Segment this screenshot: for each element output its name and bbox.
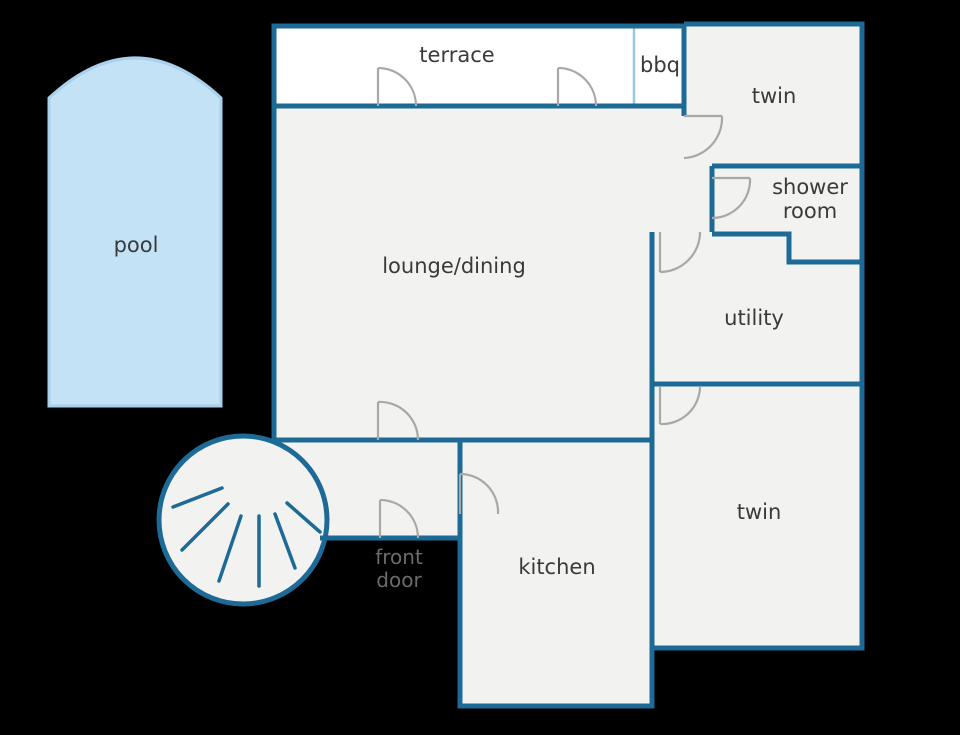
label-pool: pool — [114, 233, 159, 257]
stair-floor — [160, 437, 326, 603]
spiral-stair-treads — [171, 486, 322, 588]
door-twin-top — [683, 114, 724, 160]
terrace-outline — [271, 23, 684, 106]
door-utility — [658, 231, 702, 274]
lounge-floor — [274, 106, 712, 440]
label-shower-line1: shower — [772, 175, 848, 199]
outer-right-wall — [457, 21, 865, 709]
label-shower-line2: room — [783, 199, 837, 223]
right-block-floor — [652, 106, 862, 646]
label-kitchen: kitchen — [518, 555, 595, 579]
door-front — [378, 498, 420, 539]
door-terrace-right — [556, 66, 598, 107]
shower-bottom-wall — [712, 231, 862, 265]
label-bbq: bbq — [640, 53, 680, 77]
label-lounge: lounge/dining — [382, 254, 526, 278]
label-utility: utility — [724, 306, 784, 330]
kitchen-floor — [460, 440, 652, 706]
terrace-area — [274, 26, 684, 106]
label-terrace: terrace — [419, 43, 494, 67]
label-twin-bottom: twin — [737, 500, 782, 524]
door-terrace-left — [376, 66, 418, 107]
door-twin-bottom — [658, 385, 702, 426]
door-kitchen — [458, 472, 500, 515]
door-lounge-hall — [376, 400, 420, 441]
spiral-stair-outline — [156, 433, 330, 607]
door-shower — [711, 176, 752, 220]
label-twin-top: twin — [752, 84, 797, 108]
pool — [47, 56, 223, 408]
label-front-line2: door — [376, 568, 422, 592]
label-front-line1: front — [375, 545, 423, 569]
